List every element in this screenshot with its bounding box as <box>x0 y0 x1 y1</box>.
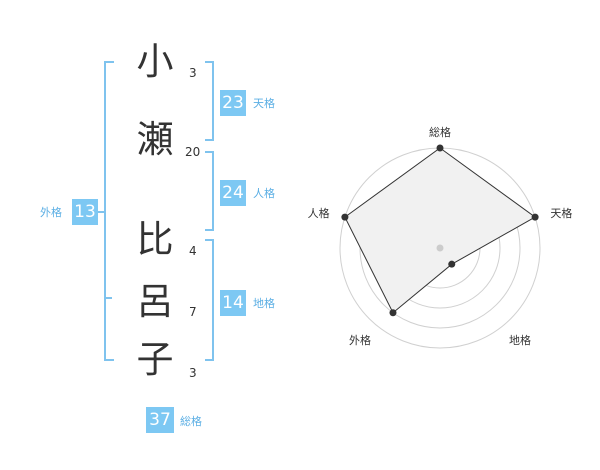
gaikaku-bracket-tick <box>104 297 112 299</box>
gaikaku-value: 13 <box>72 199 98 225</box>
chikaku-label: 地格 <box>253 297 275 310</box>
stroke-count-4: 7 <box>189 305 197 319</box>
radar-axis-label-1: 総格 <box>429 125 451 139</box>
chikaku-value: 14 <box>220 290 246 316</box>
name-char-3: 比 <box>136 218 174 261</box>
stroke-count-3: 4 <box>189 244 197 258</box>
name-char-5: 子 <box>136 338 174 381</box>
radar-center-dot <box>436 244 444 252</box>
radar-axis-label-2: 天格 <box>550 206 572 220</box>
tenkaku-bracket <box>205 61 214 141</box>
radar-polygon <box>344 147 537 314</box>
radar-axis-label-3: 地格 <box>509 333 531 347</box>
name-char-4: 呂 <box>136 280 174 323</box>
soukaku-value: 37 <box>146 407 174 433</box>
radar-points <box>341 144 539 317</box>
radar-axis-label-4: 外格 <box>349 333 371 347</box>
gaikaku-bracket <box>104 61 114 361</box>
name-char-2: 瀬 <box>136 118 174 161</box>
jinkaku-value: 24 <box>220 180 246 206</box>
radar-point-5 <box>341 213 349 221</box>
jinkaku-label: 人格 <box>253 187 275 200</box>
stroke-count-5: 3 <box>189 366 197 380</box>
tenkaku-label: 天格 <box>253 97 275 110</box>
jinkaku-bracket <box>205 151 214 231</box>
radar-point-1 <box>436 144 444 152</box>
stroke-count-2: 20 <box>185 145 201 159</box>
chikaku-bracket <box>205 239 214 361</box>
soukaku-label: 総格 <box>180 415 202 428</box>
gaikaku-label: 外格 <box>40 206 62 219</box>
radar-point-2 <box>531 213 539 221</box>
tenkaku-value: 23 <box>220 90 246 116</box>
radar-axis-label-5: 人格 <box>308 206 330 220</box>
radar-point-3 <box>448 260 456 268</box>
name-char-1: 小 <box>136 40 174 83</box>
gaikaku-bracket-connector <box>96 211 104 213</box>
radar-point-4 <box>389 309 397 317</box>
stroke-count-1: 3 <box>189 66 197 80</box>
